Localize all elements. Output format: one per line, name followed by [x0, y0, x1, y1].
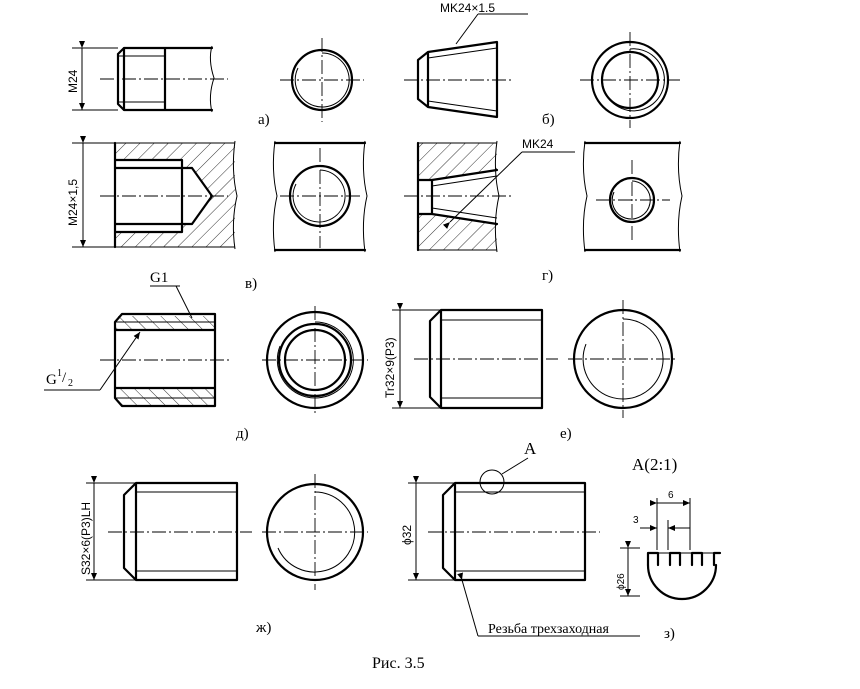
- view-a-end: [280, 38, 364, 122]
- label-e: е): [560, 426, 572, 442]
- dim-g-half-num: 1: [57, 368, 62, 379]
- view-g-top: [582, 140, 683, 253]
- label-zh: ж): [255, 620, 271, 636]
- dim-tr: Tr32×9(P3): [383, 337, 397, 398]
- dim-6: 6: [668, 490, 674, 501]
- view-z-detail: [620, 498, 722, 601]
- dim-g-half-den: 2: [68, 378, 73, 389]
- dim-view-a: A: [524, 439, 537, 458]
- view-v-section: [72, 136, 238, 250]
- dim-phi32: ϕ32: [400, 525, 414, 545]
- view-g-section: [404, 140, 575, 253]
- view-d-section: [44, 285, 230, 408]
- label-d: д): [236, 426, 249, 442]
- label-z: з): [664, 626, 675, 642]
- view-d-end: [262, 306, 368, 414]
- view-e-side: [392, 303, 558, 410]
- note-thread: Резьба трехзаходная: [488, 622, 610, 637]
- label-g: г): [542, 268, 553, 284]
- dim-g-half: G 1 / 2: [46, 368, 73, 389]
- view-zh-end: [262, 474, 368, 590]
- view-b-end: [580, 32, 680, 128]
- label-b: б): [542, 112, 555, 128]
- dim-g-half-slash: /: [62, 370, 67, 386]
- dim-g1: G1: [150, 270, 168, 286]
- dim-g-half-base: G: [46, 372, 57, 388]
- dim-m24: M24: [66, 69, 80, 93]
- dim-mk24x15: MK24×1.5: [440, 1, 495, 15]
- view-a-side: [72, 41, 228, 113]
- dim-view-a-scale: A(2:1): [632, 455, 677, 474]
- dim-3: 3: [633, 515, 639, 526]
- view-e-end: [568, 300, 678, 418]
- dim-s32: S32×6(P3)LH: [79, 502, 93, 575]
- dim-phi26: ϕ26: [616, 573, 627, 590]
- dim-m24x15: M24×1,5: [66, 179, 80, 226]
- view-z-side: [408, 457, 640, 637]
- figure-caption: Рис. 3.5: [372, 655, 425, 672]
- view-b-side: [404, 13, 528, 119]
- label-a: а): [258, 112, 270, 128]
- view-zh-side: [86, 476, 252, 582]
- dim-mk24: MK24: [522, 137, 554, 151]
- view-v-top: [272, 140, 368, 253]
- label-v: в): [245, 276, 257, 292]
